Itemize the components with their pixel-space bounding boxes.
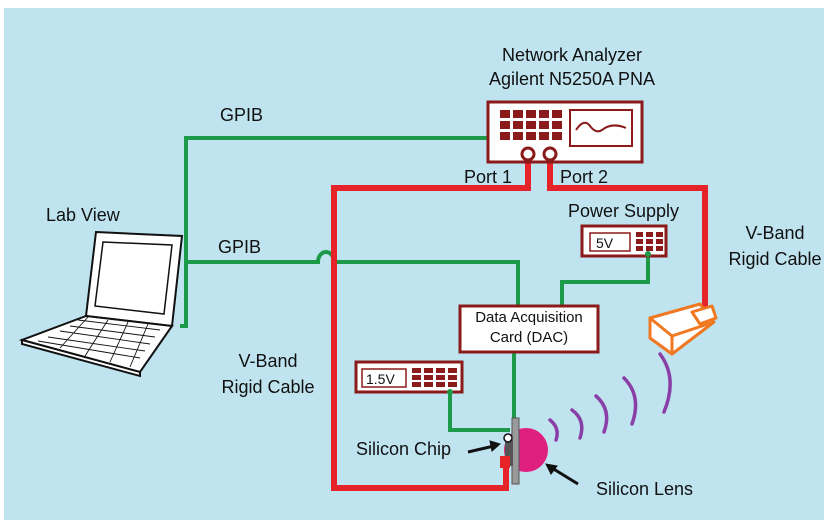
network-analyzer-title: Network Analyzer: [501, 45, 643, 65]
bias-chip-wire: [448, 390, 510, 432]
port1-label: Port 1: [464, 167, 513, 187]
laptop-icon: [18, 230, 184, 378]
dac-box: [458, 304, 600, 354]
vband-right-line2: Rigid Cable: [728, 249, 822, 269]
chip-bond: [503, 433, 513, 443]
analyzer-screen: [569, 109, 633, 147]
port1-connector: [520, 146, 536, 162]
gpib-middle-label: GPIB: [218, 237, 262, 257]
silicon-chip-label: Silicon Chip: [356, 439, 452, 459]
cable-connector: [500, 456, 510, 468]
analyzer-trace: [575, 121, 627, 133]
dac-power-wire: [560, 254, 650, 306]
vband-cable-left: [331, 158, 531, 491]
power-display-value: 5V: [596, 235, 614, 251]
port2-label: Port 2: [560, 167, 609, 187]
radiation-waves-icon: [548, 352, 672, 442]
chip-board: [511, 417, 520, 485]
analyzer-model-label: Agilent N5250A PNA: [488, 69, 656, 89]
bias-display-value: 1.5V: [366, 371, 395, 387]
dac-line1: Data Acquisition: [475, 309, 583, 326]
chip-holder: [505, 440, 513, 466]
bias-supply-box: [354, 360, 464, 395]
arrow-icon: [467, 440, 579, 486]
gpib-top-wire: [180, 136, 493, 328]
red-cables: [331, 158, 708, 491]
lab-view-label: Lab View: [46, 205, 120, 225]
vband-left-line1: V-Band: [238, 351, 298, 371]
power-supply-box: [580, 224, 668, 258]
silicon-lens-label: Silicon Lens: [596, 479, 694, 499]
power-supply-label: Power Supply: [568, 201, 680, 221]
vband-right-line1: V-Band: [745, 223, 805, 243]
network-analyzer-box: [486, 100, 644, 164]
port2-connector: [542, 146, 558, 162]
gpib-top-label: GPIB: [220, 105, 264, 125]
analyzer-keypad: [500, 110, 562, 140]
dac-line2: Card (DAC): [489, 329, 569, 346]
vband-cable-right: [547, 158, 708, 314]
horn-antenna-icon: [648, 302, 718, 356]
vband-left-line2: Rigid Cable: [221, 377, 315, 397]
